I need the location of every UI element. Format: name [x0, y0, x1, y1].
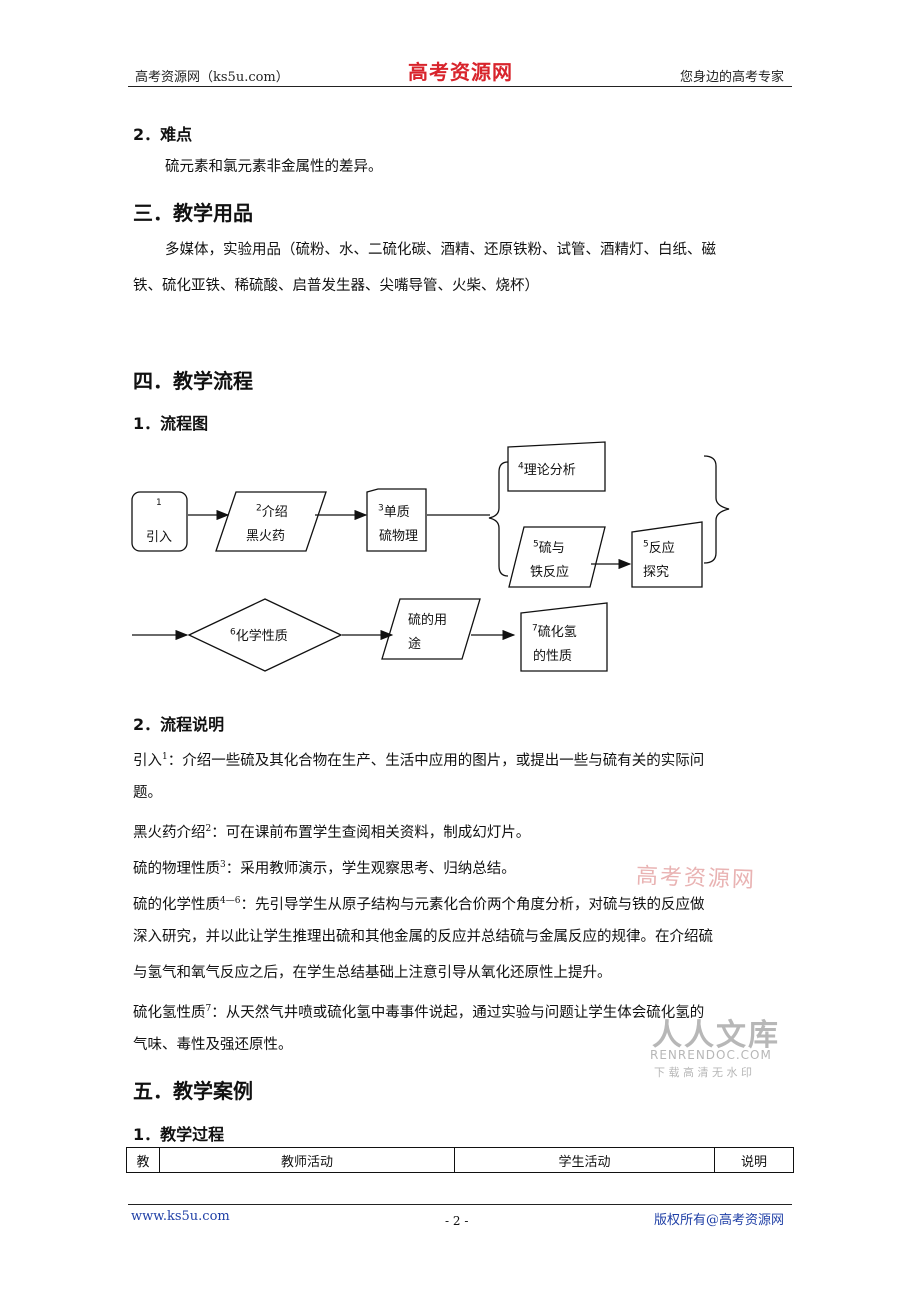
difficulty-text: 硫元素和氯元素非金属性的差异。 [165, 159, 383, 175]
header-logo: 高考资源网 [408, 60, 513, 84]
right-brace [703, 455, 730, 564]
node-5a-box [508, 526, 606, 588]
node-2-box [215, 491, 327, 552]
watermark-stamp: 高考资源网 [635, 863, 757, 894]
section-3-line1: 多媒体，实验用品（硫粉、水、二硫化碳、酒精、还原铁粉、试管、酒精灯、白纸、磁 [165, 242, 716, 258]
node-4-label: 4理论分析 [518, 461, 576, 478]
page-number: - 2 - [445, 1214, 469, 1228]
node-4-box [507, 441, 606, 492]
node-5a-line2: 铁反应 [530, 565, 570, 580]
node-1-label: 引入 [146, 530, 173, 545]
desc-5-line1: 硫化氢性质7：从天然气井喷或硫化氢中毒事件说起，通过实验与问题让学生体会硫化氢的 [133, 1004, 705, 1021]
node-3-line1: 3单质 [378, 503, 410, 520]
section-4-title: 四．教学流程 [133, 369, 253, 393]
footer-rule [128, 1204, 792, 1205]
header-rule [128, 86, 792, 87]
desc-4-line3: 与氢气和氧气反应之后，在学生总结基础上注意引导从氧化还原性上提升。 [133, 965, 612, 981]
left-brace [488, 461, 509, 577]
node-7-box [520, 602, 608, 672]
desc-5-line2: 气味、毒性及强还原性。 [133, 1037, 293, 1053]
node-2-line2: 黑火药 [246, 529, 286, 544]
footer-copyright: 版权所有@高考资源网 [653, 1213, 784, 1228]
table-header-cell: 教师活动 [159, 1147, 455, 1173]
node-2-line1: 2介绍 [256, 503, 288, 520]
desc-2-line1: 黑火药介绍2：可在课前布置学生查阅相关资料，制成幻灯片。 [133, 824, 531, 841]
flow-desc-title: 2．流程说明 [133, 715, 225, 734]
desc-1-line1: 引入1：介绍一些硫及其化合物在生产、生活中应用的图片，或提出一些与硫有关的实际问 [133, 752, 705, 769]
table-header-cell: 学生活动 [454, 1147, 715, 1173]
node-5a-line1: 5硫与 [533, 539, 565, 556]
node-6-label: 6化学性质 [230, 627, 288, 644]
node-5b-line2: 探究 [643, 565, 670, 580]
header-right: 您身边的高考专家 [679, 70, 784, 85]
node-1-sup: 1 [156, 498, 162, 508]
footer-link[interactable]: www.ks5u.com [131, 1209, 230, 1224]
watermark-url: RENRENDOC.COM [650, 1048, 772, 1062]
desc-4-line1: 硫的化学性质4—6：先引导学生从原子结构与元素化合价两个角度分析，对硫与铁的反应… [133, 896, 705, 913]
node-use-line2: 途 [408, 637, 422, 652]
process-title: 1．教学过程 [133, 1125, 225, 1144]
node-use-box [381, 598, 481, 660]
table-row: 教 教师活动 学生活动 说明 [126, 1147, 794, 1173]
node-3-line2: 硫物理 [379, 529, 419, 544]
node-use-line1: 硫的用 [408, 613, 448, 628]
node-5b-box [631, 521, 703, 588]
node-3-box [366, 488, 427, 552]
desc-4-line2: 深入研究，并以此让学生推理出硫和其他金属的反应并总结硫与金属反应的规律。在介绍硫 [133, 929, 713, 945]
header-left: 高考资源网（ks5u.com） [135, 70, 289, 85]
watermark-tag: 下 载 高 清 无 水 印 [654, 1066, 752, 1079]
table-header-cell: 说明 [714, 1147, 794, 1173]
node-1-box [131, 491, 188, 552]
node-6-box [187, 598, 343, 672]
node-7-line2: 的性质 [533, 649, 573, 664]
watermark-brand: 人人文库 [652, 1018, 780, 1053]
process-table: 教 教师活动 学生活动 说明 [126, 1147, 794, 1173]
desc-3-line1: 硫的物理性质3：采用教师演示，学生观察思考、归纳总结。 [133, 860, 516, 877]
flowchart [131, 441, 730, 672]
desc-1-line2: 题。 [133, 785, 162, 801]
flowchart-title: 1．流程图 [133, 414, 209, 433]
table-header-cell: 教 [126, 1147, 160, 1173]
section-3-line2: 铁、硫化亚铁、稀硫酸、启普发生器、尖嘴导管、火柴、烧杯） [133, 278, 539, 294]
section-3-title: 三．教学用品 [133, 201, 253, 225]
section-5-title: 五．教学案例 [133, 1079, 253, 1103]
node-7-line1: 7硫化氢 [532, 623, 577, 640]
node-5b-line1: 5反应 [643, 539, 675, 556]
difficulty-title: 2．难点 [133, 125, 193, 144]
